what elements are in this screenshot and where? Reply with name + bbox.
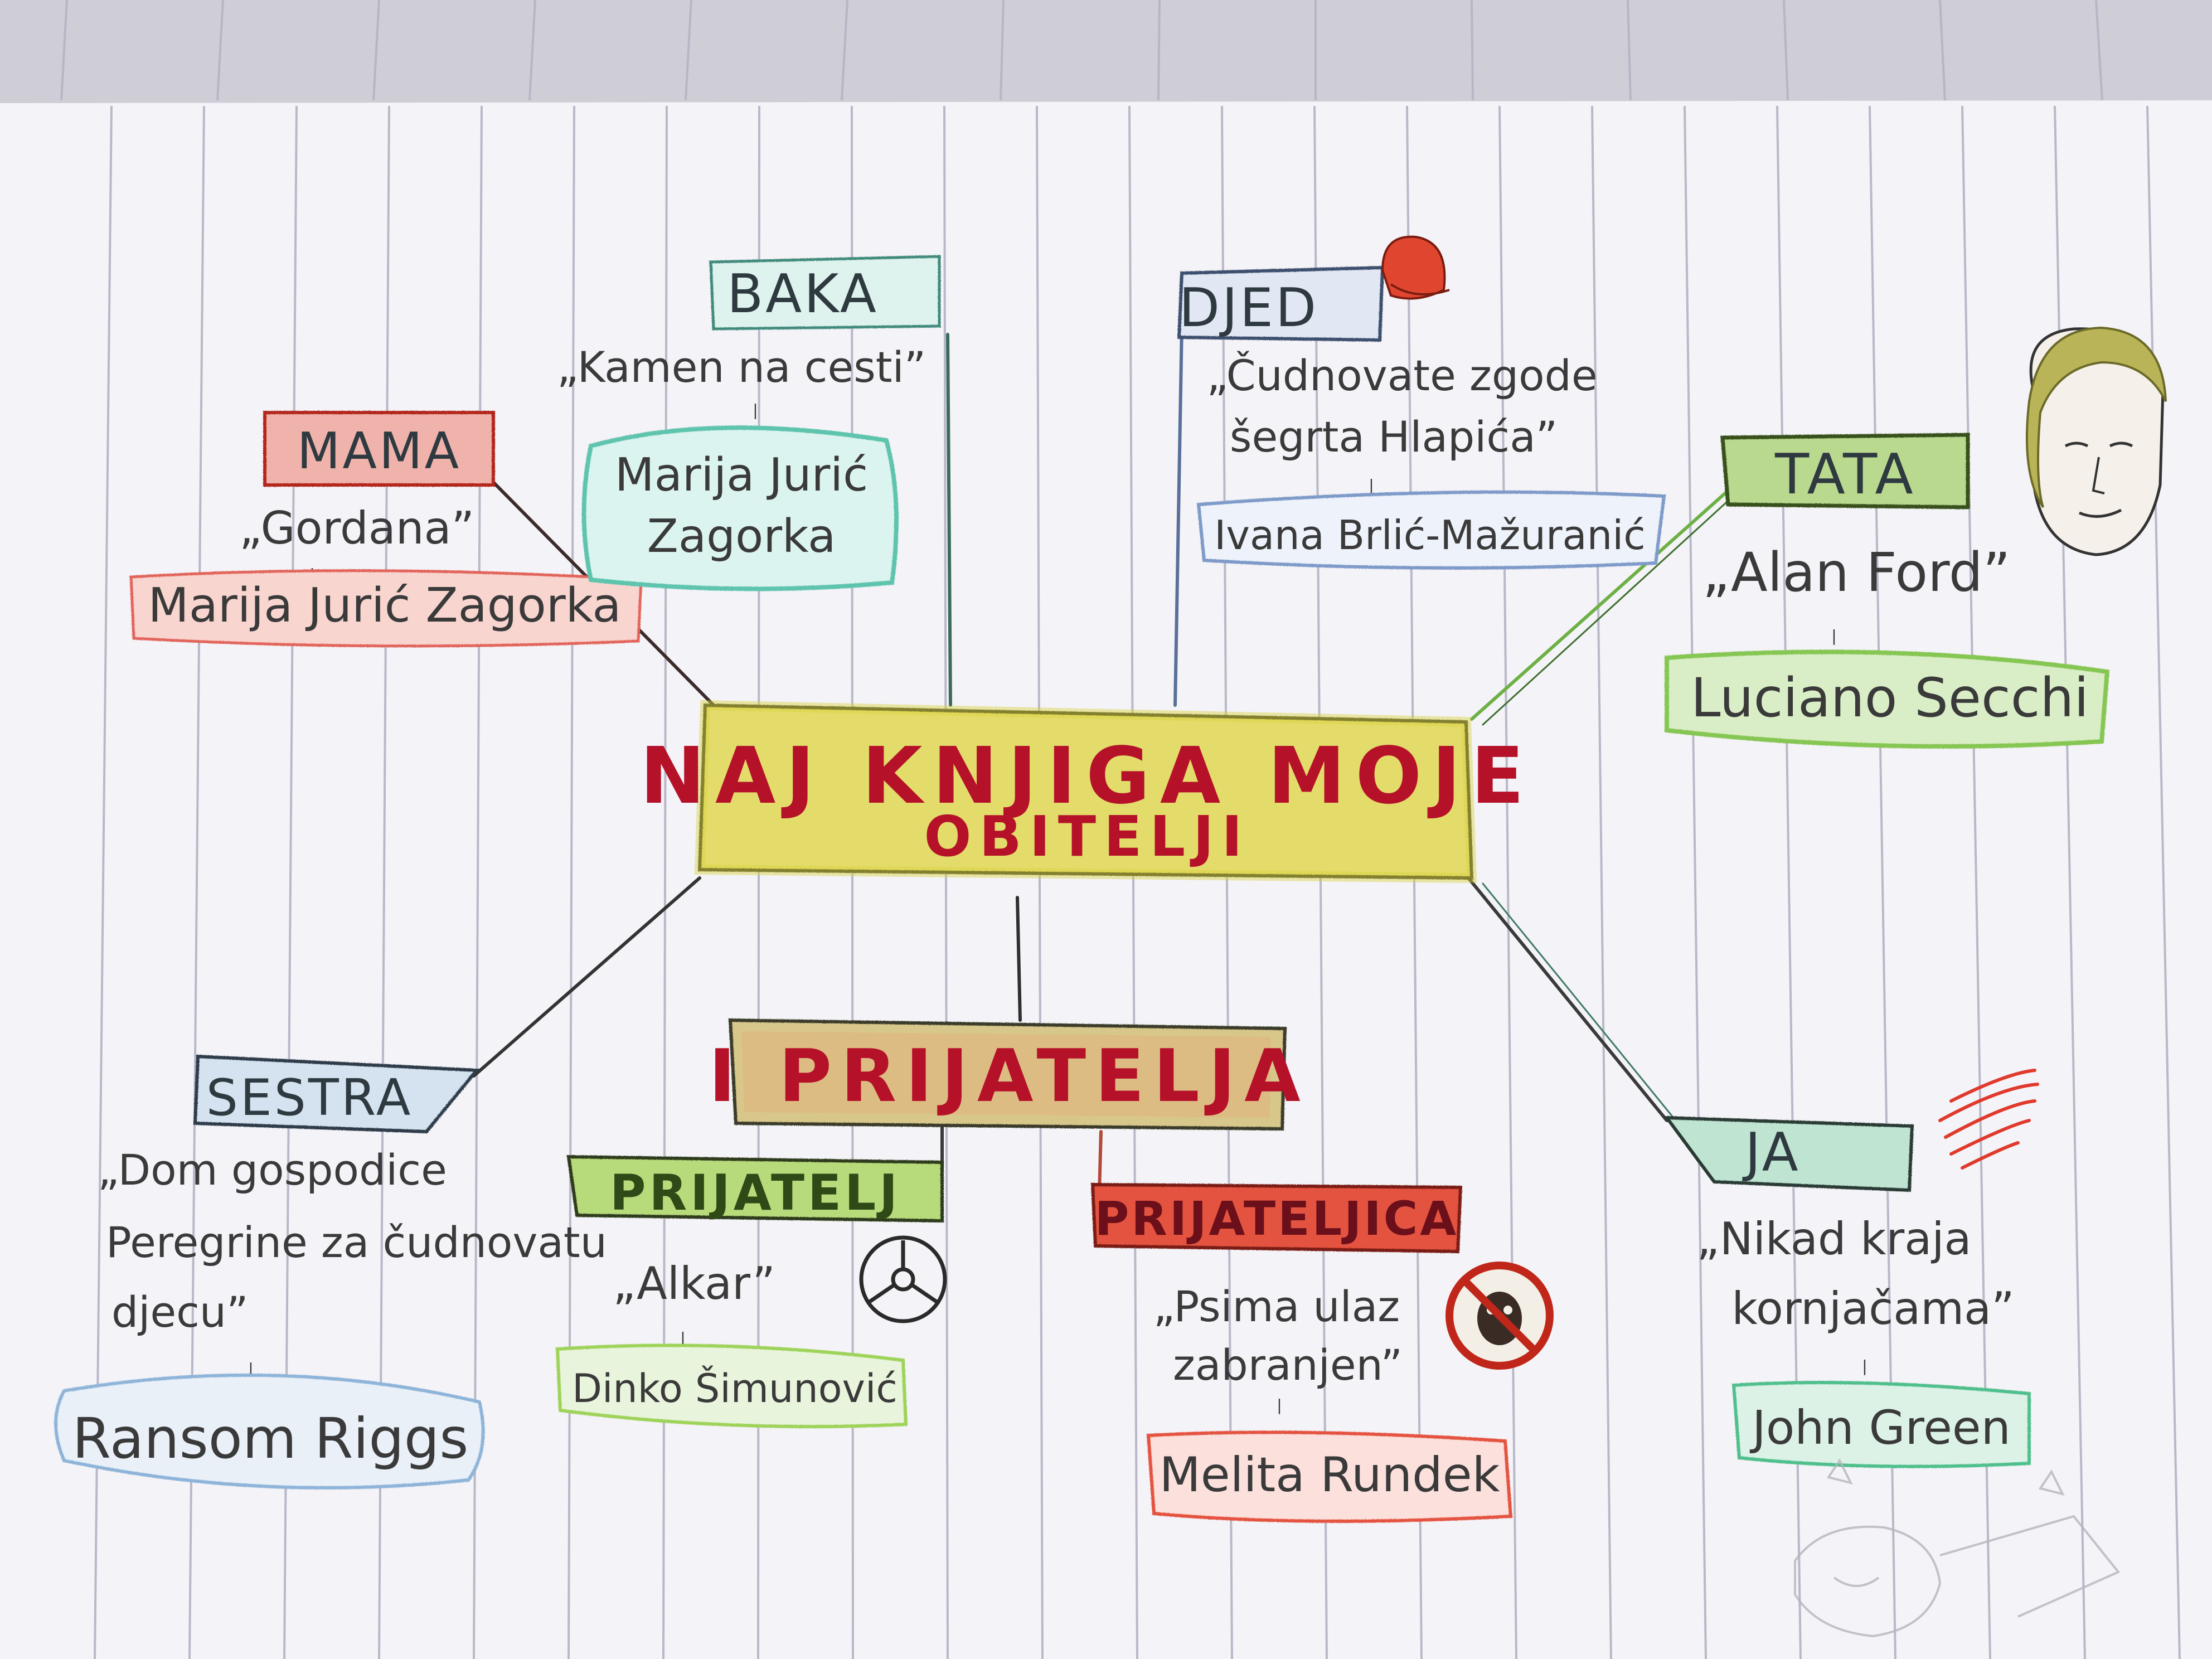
tata-book: „Alan Ford” xyxy=(1702,541,2010,604)
tata-author: Luciano Secchi xyxy=(1691,667,2089,729)
subtitle-box: I PRIJATELJA xyxy=(709,1018,1309,1131)
tata-label: TATA xyxy=(1774,442,1915,507)
sketch-figure-icon xyxy=(1794,1458,2121,1638)
ja-book-line1: „Nikad kraja xyxy=(1696,1213,1971,1265)
rule-line xyxy=(1128,105,1138,1659)
rule-line xyxy=(1036,105,1044,1659)
baka-author-line1: Marija Jurić xyxy=(615,449,868,502)
tata-tick: | xyxy=(1831,627,1836,645)
prijatelj-author: Dinko Šimunović xyxy=(572,1366,898,1411)
subtitle-text: I PRIJATELJA xyxy=(709,1034,1309,1118)
ja-label: JA xyxy=(1742,1122,1800,1183)
rule-line xyxy=(1221,105,1233,1659)
node-prijateljica: PRIJATELJICA „Psima ulaz zabranjen” | Me… xyxy=(1090,1182,1554,1523)
node-ja: JA „Nikad kraja kornjačama” | John Green xyxy=(1663,1069,2039,1468)
steering-wheel-icon xyxy=(859,1235,947,1323)
prijateljica-label: PRIJATELJICA xyxy=(1095,1191,1459,1246)
rule-line xyxy=(1498,105,1517,1659)
cap-icon xyxy=(1381,235,1450,300)
sestra-author: Ransom Riggs xyxy=(72,1406,469,1471)
rule-line xyxy=(943,105,949,1659)
djed-author: Ivana Brlić-Mažuranić xyxy=(1214,512,1646,559)
no-dogs-icon xyxy=(1445,1262,1554,1370)
prijateljica-book-line2: zabranjen” xyxy=(1173,1340,1403,1390)
swirl-icon xyxy=(1938,1069,2039,1170)
prijatelj-label: PRIJATELJ xyxy=(610,1164,901,1221)
node-sestra: SESTRA „Dom gospodice Peregrine za čudno… xyxy=(54,1054,607,1490)
rule-line xyxy=(1406,105,1423,1659)
top-page-rules xyxy=(60,0,2103,101)
prijatelj-book: „Alkar” xyxy=(613,1258,775,1309)
djed-book-line2: šegrta Hlapića” xyxy=(1230,412,1558,462)
node-baka: BAKA „Kamen na cesti” | Marija Jurić Zag… xyxy=(557,255,941,591)
sestra-book-line3: djecu” xyxy=(111,1287,248,1337)
rule-line xyxy=(1313,105,1328,1659)
prijateljica-author: Melita Rundek xyxy=(1160,1447,1500,1503)
ja-tick: | xyxy=(1862,1357,1867,1375)
djed-book-line1: „Čudnovate zgode xyxy=(1206,350,1597,400)
baka-tick: | xyxy=(753,401,758,419)
baka-label: BAKA xyxy=(727,264,879,325)
djed-tick: | xyxy=(1369,476,1374,494)
node-mama: MAMA „Gordana” | Marija Jurić Zagorka xyxy=(129,411,643,648)
mama-author: Marija Jurić Zagorka xyxy=(148,578,621,633)
sestra-label: SESTRA xyxy=(206,1069,413,1127)
sestra-tick: | xyxy=(248,1360,253,1378)
node-tata: TATA „Alan Ford” | Luciano Secchi xyxy=(1665,326,2167,749)
node-prijatelj: PRIJATELJ „Alkar” | Dinko Šimunović xyxy=(555,1154,947,1429)
djed-label: DJED xyxy=(1179,278,1318,339)
center-box: NAJ KNJIGA MOJE OBITELJI xyxy=(640,700,1534,884)
rule-line xyxy=(1591,105,1612,1659)
notebook-page xyxy=(0,100,2212,1659)
baka-author-line2: Zagorka xyxy=(647,510,836,563)
face-drawing-icon xyxy=(2025,326,2167,556)
center-title-line2: OBITELJI xyxy=(924,804,1250,869)
baka-book: „Kamen na cesti” xyxy=(557,342,926,392)
prijatelj-tick: | xyxy=(680,1329,685,1347)
ja-book-line2: kornjačama” xyxy=(1731,1283,2014,1335)
sestra-book-line1: „Dom gospodice xyxy=(98,1145,447,1195)
rule-line xyxy=(1684,105,1707,1659)
sestra-book-line2: Peregrine za čudnovatu xyxy=(106,1217,607,1267)
mama-label: MAMA xyxy=(297,422,461,481)
prijateljica-book-line1: „Psima ulaz xyxy=(1153,1282,1400,1331)
ja-author: John Green xyxy=(1749,1400,2011,1455)
mama-book: „Gordana” xyxy=(239,502,474,554)
prijateljica-tick: | xyxy=(1277,1396,1282,1414)
node-djed: DJED „Čudnovate zgode šegrta Hlapića” | … xyxy=(1177,235,1666,570)
center-title-line1: NAJ KNJIGA MOJE xyxy=(640,731,1534,822)
